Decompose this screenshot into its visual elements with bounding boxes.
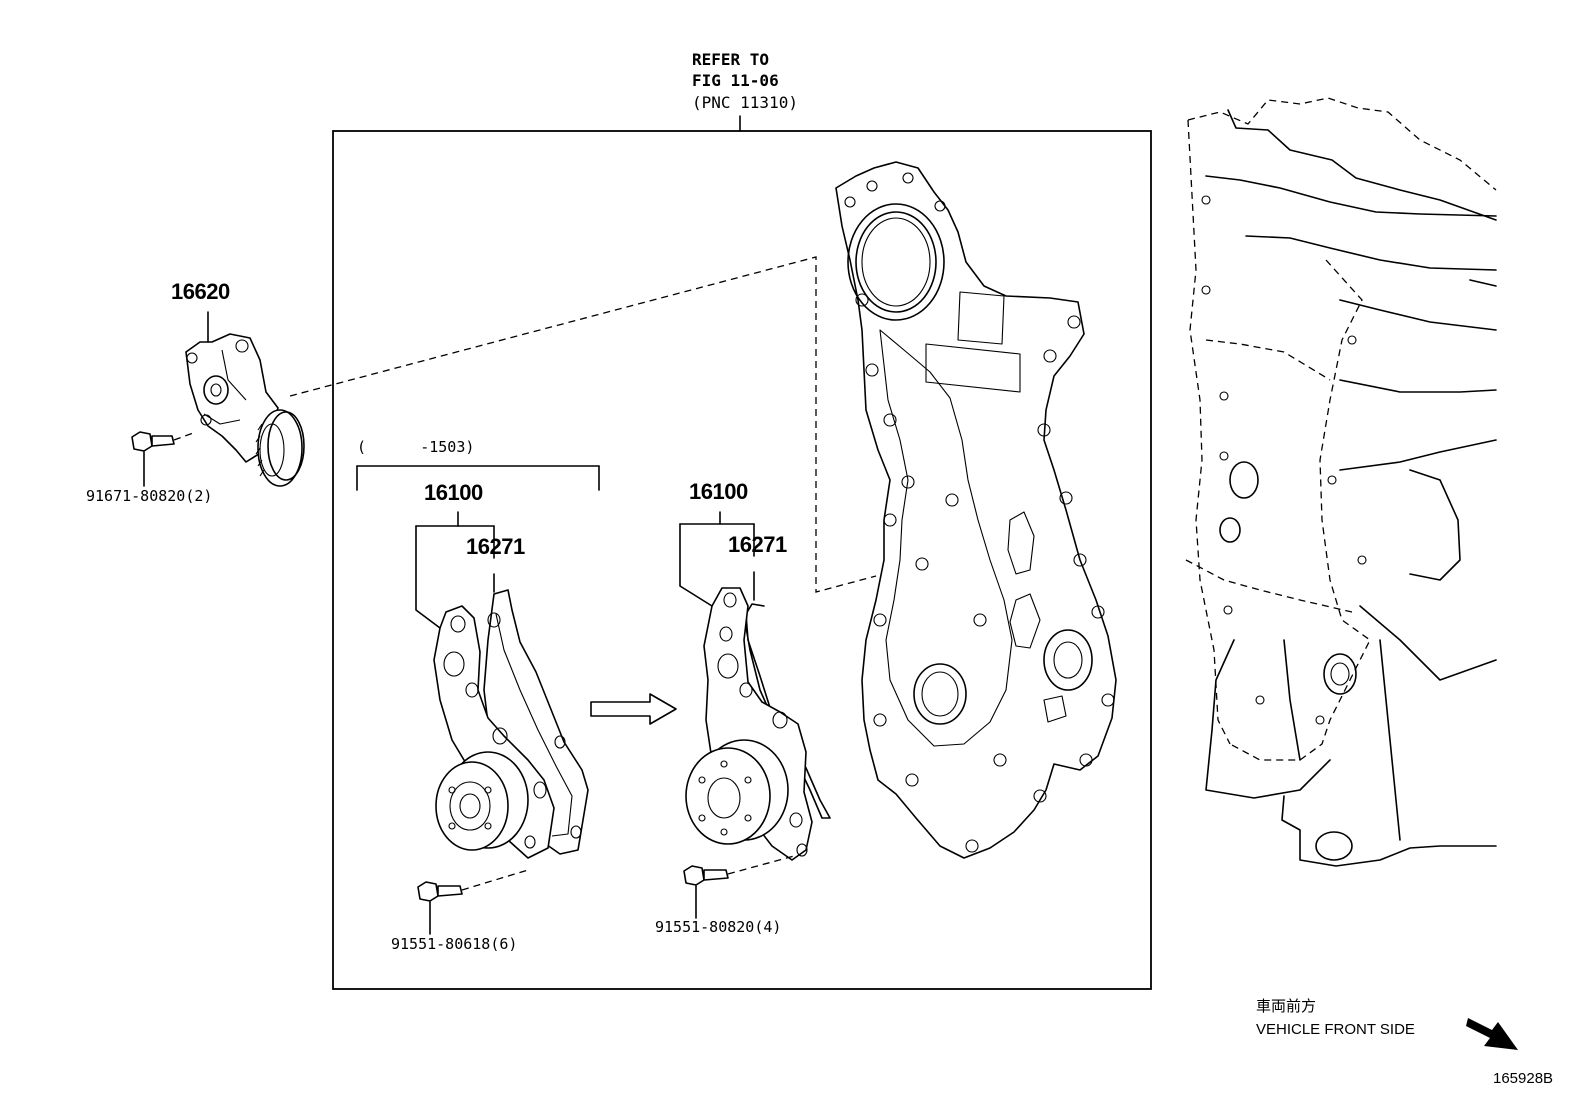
timing-chain-cover [835, 161, 1117, 859]
refer-line-2: FIG 11-06 [692, 71, 779, 90]
part-number-pump-assy-old[interactable]: 16100 [424, 480, 483, 505]
refer-line-3: (PNC 11310) [692, 93, 798, 112]
part-number-gasket-old[interactable]: 16271 [466, 534, 525, 559]
figure-id: 165928B [1493, 1070, 1554, 1087]
water-pump-new [679, 511, 831, 861]
range-bracket [356, 465, 600, 491]
tensioner-alignment-line [289, 256, 877, 593]
pump-bolt-new [683, 855, 795, 919]
range-note: ( -1503) [357, 438, 475, 456]
direction-label-jp: 車両前方 [1256, 997, 1317, 1015]
engine-block-phantom [1185, 97, 1497, 867]
belt-tensioner [185, 311, 305, 487]
part-number-tensioner-bolt[interactable]: 91671-80820(2) [86, 487, 213, 505]
part-number-gasket-new[interactable]: 16271 [728, 532, 787, 557]
part-number-pump-bolt-old[interactable]: 91551-80618(6) [391, 935, 518, 953]
part-number-tensioner[interactable]: 16620 [171, 279, 230, 304]
refer-line-1: REFER TO [692, 50, 770, 69]
part-number-pump-assy-new[interactable]: 16100 [689, 479, 748, 504]
supersession-arrow [590, 693, 677, 725]
pump-bolt-old [417, 869, 529, 935]
part-number-pump-bolt-new[interactable]: 91551-80820(4) [655, 918, 782, 936]
vehicle-front-arrow [1466, 1018, 1518, 1050]
reference-frame [332, 130, 1152, 990]
direction-label-en: VEHICLE FRONT SIDE [1256, 1021, 1415, 1038]
water-pump-old [415, 511, 589, 859]
tensioner-bolt [131, 431, 197, 487]
